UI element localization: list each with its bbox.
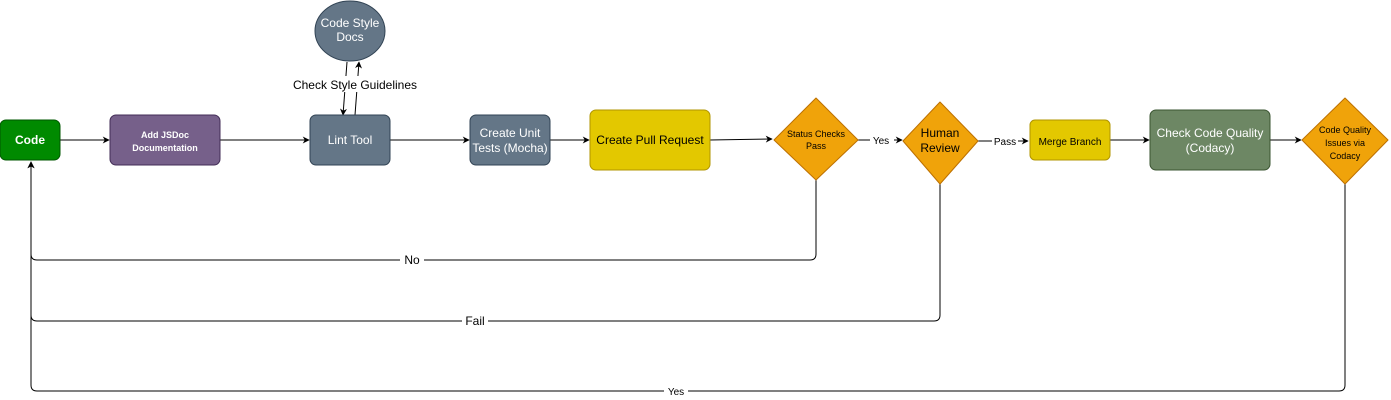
node-issues-line3: Codacy xyxy=(1330,151,1361,161)
node-human-review[interactable]: Human Review xyxy=(902,101,979,185)
node-codacy-line2: (Codacy) xyxy=(1186,141,1235,155)
node-code-label: Code xyxy=(15,133,45,147)
edge-label-review-fail: Fail xyxy=(465,314,484,328)
node-style-docs-line2: Docs xyxy=(336,30,363,44)
node-code-style-docs[interactable]: Code Style Docs xyxy=(314,0,386,62)
node-lint-label: Lint Tool xyxy=(328,133,372,147)
node-unit-tests[interactable]: Create Unit Tests (Mocha) xyxy=(469,114,551,166)
node-style-docs-line1: Code Style xyxy=(321,16,380,30)
node-codacy-line1: Check Code Quality xyxy=(1157,126,1264,140)
node-unit-tests-line2: Tests (Mocha) xyxy=(472,141,547,155)
edge-status-no-to-code xyxy=(27,161,817,261)
edge-label-quality-yes: Yes xyxy=(668,387,684,398)
node-lint-tool[interactable]: Lint Tool xyxy=(309,114,391,166)
node-code[interactable]: Code xyxy=(0,119,61,161)
node-status-line2: Pass xyxy=(806,141,827,151)
node-issues-line2: Issues via xyxy=(1325,138,1365,148)
edge-pr-to-status xyxy=(709,135,773,143)
edge-label-check-style: Check Style Guidelines xyxy=(293,78,417,92)
node-check-code-quality[interactable]: Check Code Quality (Codacy) xyxy=(1149,109,1271,171)
edge-label-review-pass: Pass xyxy=(994,137,1016,148)
edge-label-status-yes: Yes xyxy=(873,136,889,147)
edge-label-status-no: No xyxy=(404,253,420,267)
node-jsdoc-line1: Add JSDoc xyxy=(141,130,189,140)
node-review-line1: Human xyxy=(921,126,960,140)
node-pull-request[interactable]: Create Pull Request xyxy=(589,109,711,171)
node-unit-tests-line1: Create Unit xyxy=(480,126,541,140)
node-pull-request-label: Create Pull Request xyxy=(596,133,704,147)
node-merge-branch[interactable]: Merge Branch xyxy=(1029,119,1111,161)
node-review-line2: Review xyxy=(920,141,960,155)
node-issues-line1: Code Quality xyxy=(1319,125,1372,135)
node-status-checks[interactable]: Status Checks Pass xyxy=(773,97,859,181)
edge-issues-yes-to-code xyxy=(27,161,1346,392)
node-merge-label: Merge Branch xyxy=(1039,137,1102,148)
node-jsdoc-line2: Documentation xyxy=(132,143,198,153)
node-status-line1: Status Checks xyxy=(787,129,846,139)
node-quality-issues[interactable]: Code Quality Issues via Codacy xyxy=(1301,97,1389,185)
node-jsdoc[interactable]: Add JSDoc Documentation xyxy=(109,114,221,166)
edge-review-fail-to-code xyxy=(27,161,941,322)
